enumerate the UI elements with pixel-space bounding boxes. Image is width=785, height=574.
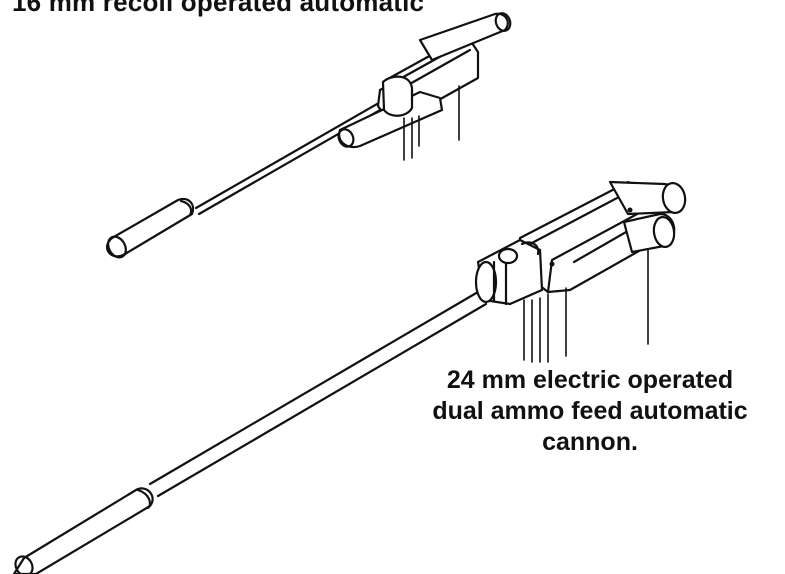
small-cannon-barrel xyxy=(194,98,389,216)
caption-line-2: dual ammo feed automatic xyxy=(432,397,748,425)
large-cannon-leader-lines xyxy=(523,249,649,363)
small-cannon-muzzle-sleeve xyxy=(106,197,195,258)
small-cannon-leader-lines xyxy=(403,85,460,161)
large-cannon-drawing xyxy=(12,180,687,574)
large-cannon-caption: 24 mm electric operated dual ammo feed a… xyxy=(400,365,780,458)
caption-line-3: cannon. xyxy=(542,428,638,456)
caption-line-1: 24 mm electric operated xyxy=(446,366,734,394)
top-gun-caption-partial: 16 mm recoil operated automatic xyxy=(12,0,425,17)
large-cannon-barrel xyxy=(148,290,488,498)
large-cannon-muzzle-sleeve xyxy=(12,487,154,574)
small-cannon-drawing xyxy=(106,12,512,259)
